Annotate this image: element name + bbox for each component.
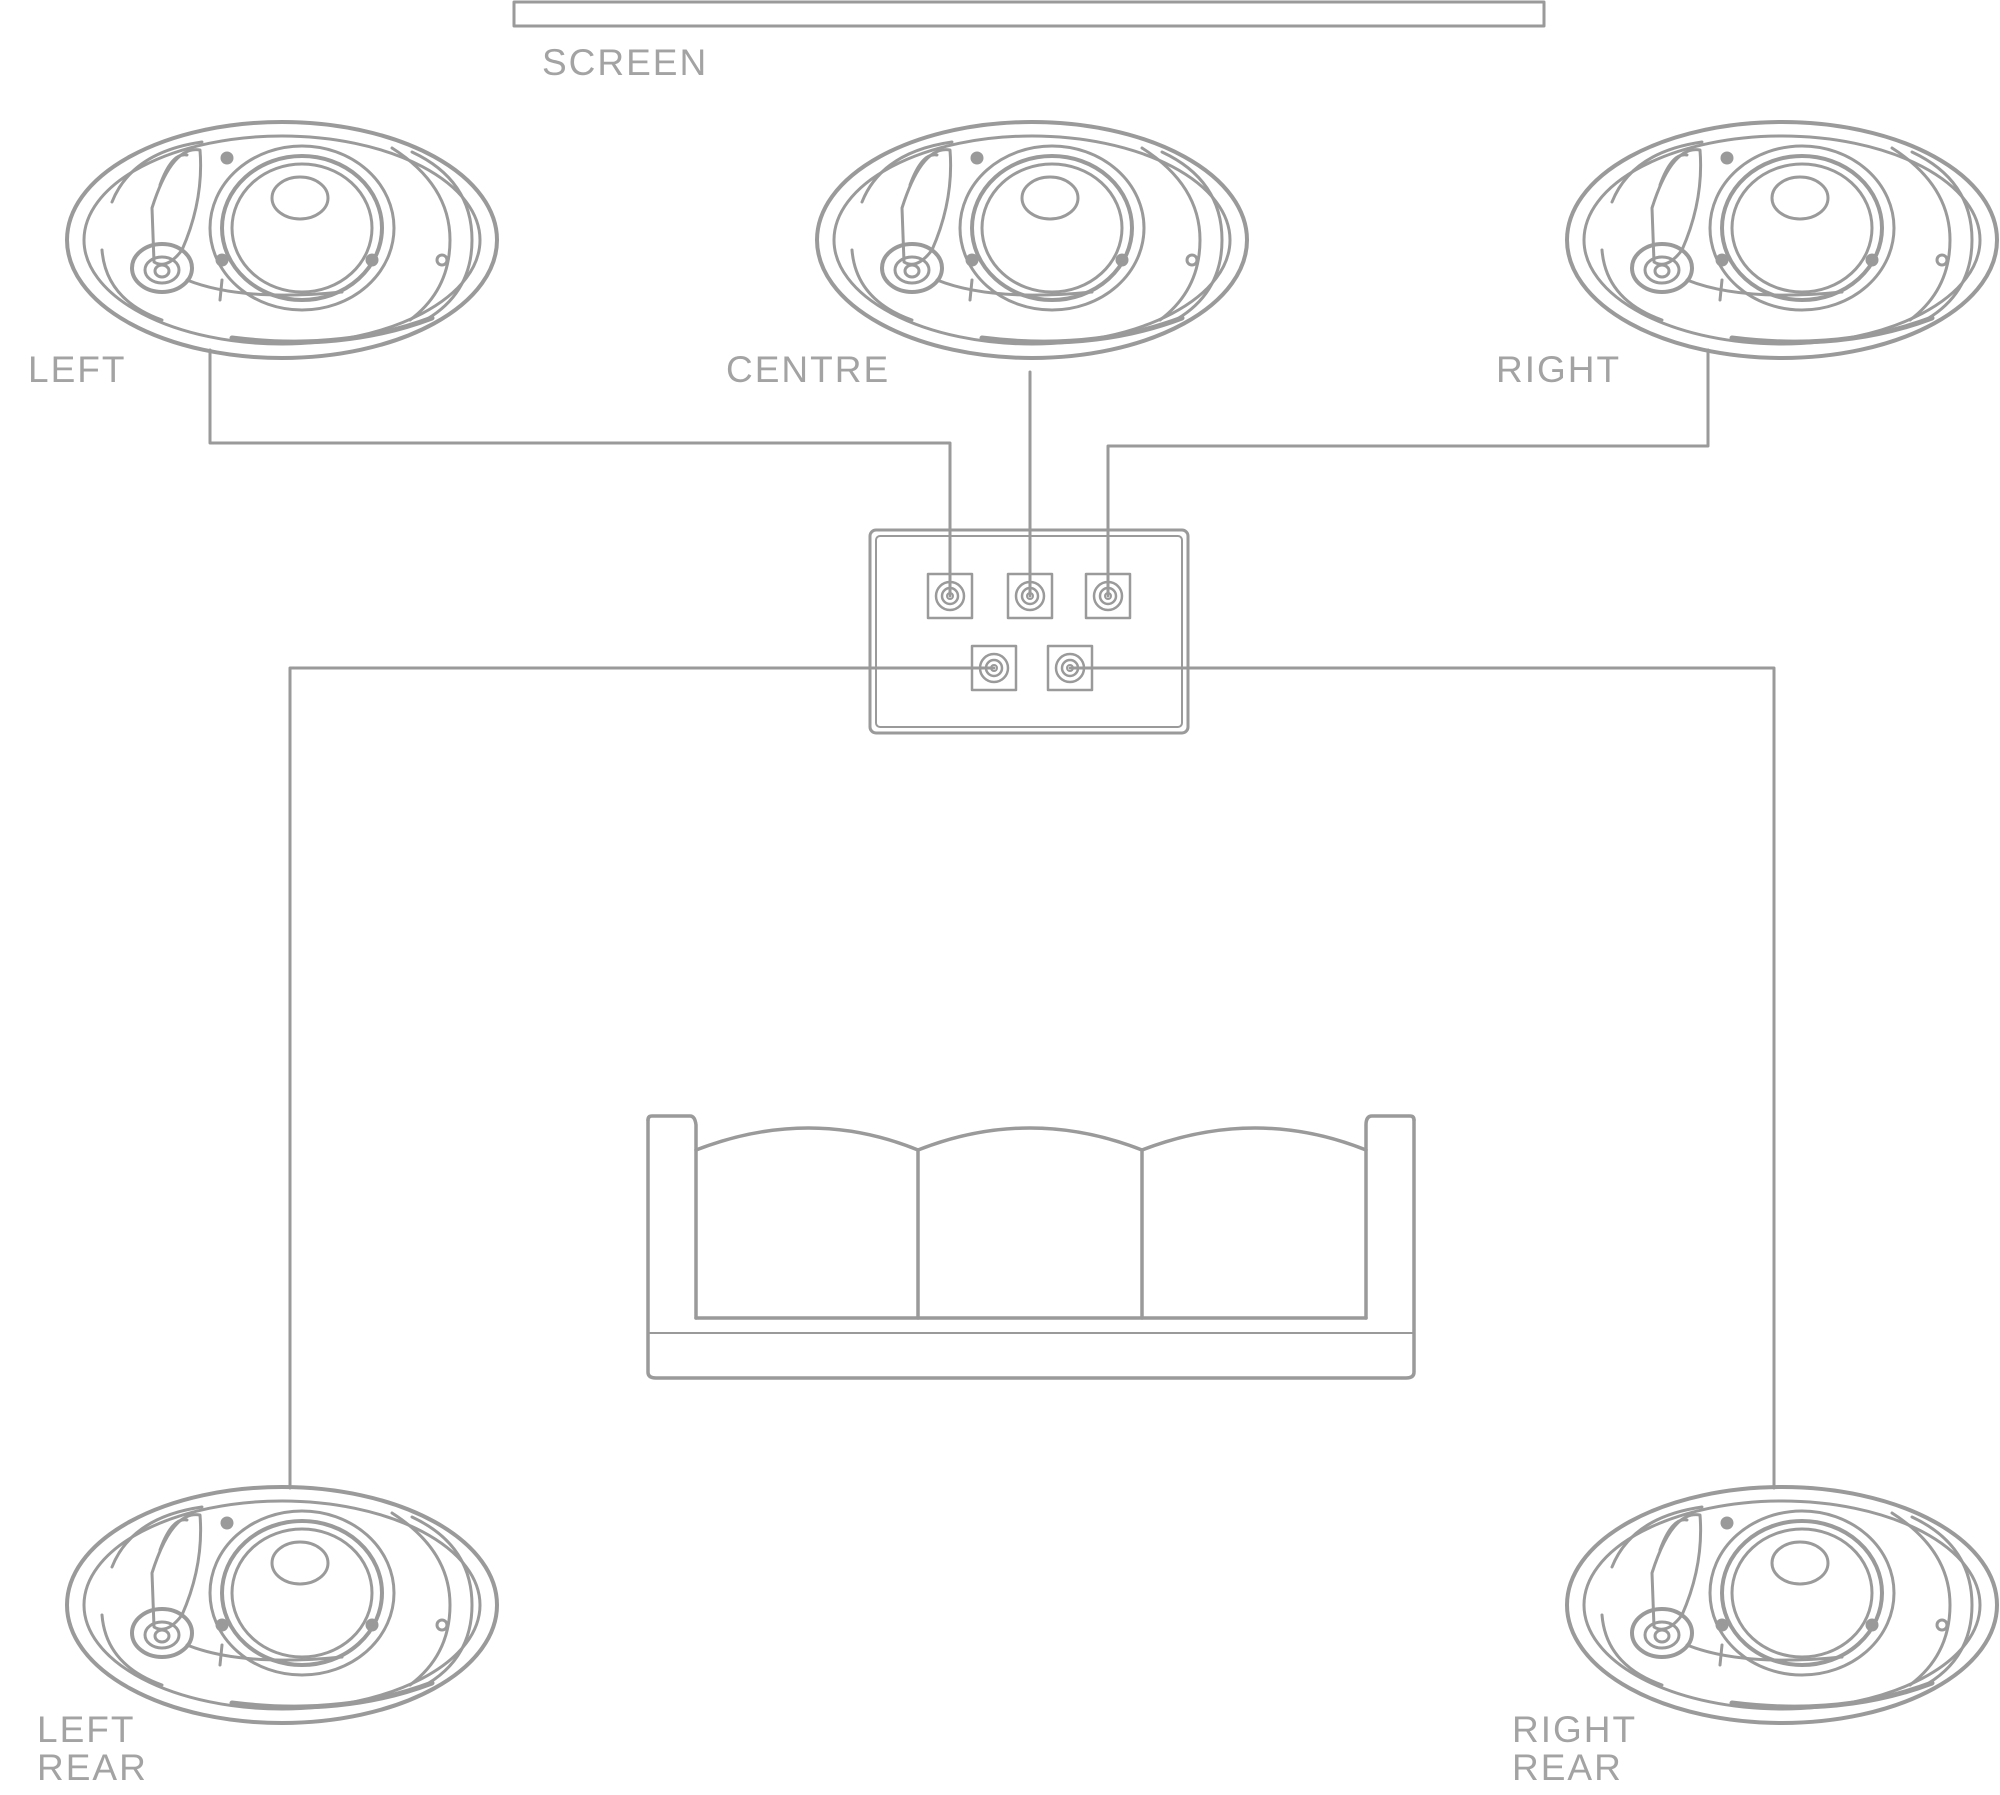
label-left-rear-line2: REAR: [37, 1747, 148, 1788]
wire-left: [208, 348, 952, 598]
wire-right-rear: [1068, 666, 1776, 1490]
speaker-left-icon: [67, 122, 497, 358]
wire-right: [1106, 348, 1710, 598]
label-centre: CENTRE: [726, 349, 891, 390]
label-right-rear-line1: RIGHT: [1512, 1709, 1638, 1750]
label-right-rear-line2: REAR: [1512, 1747, 1623, 1788]
label-left: LEFT: [28, 349, 127, 390]
projection-screen: [512, 0, 1546, 28]
speaker-right-rear-icon: [1567, 1487, 1997, 1723]
label-left-rear-line1: LEFT: [37, 1709, 136, 1750]
wires: [208, 348, 1776, 1490]
wire-left-rear: [288, 666, 996, 1490]
label-screen: SCREEN: [542, 42, 709, 83]
sofa-icon: [646, 1114, 1416, 1380]
speaker-centre-icon: [817, 122, 1247, 358]
speaker-right-icon: [1567, 122, 1997, 358]
speaker-left-rear-icon: [67, 1487, 497, 1723]
label-right: RIGHT: [1496, 349, 1622, 390]
